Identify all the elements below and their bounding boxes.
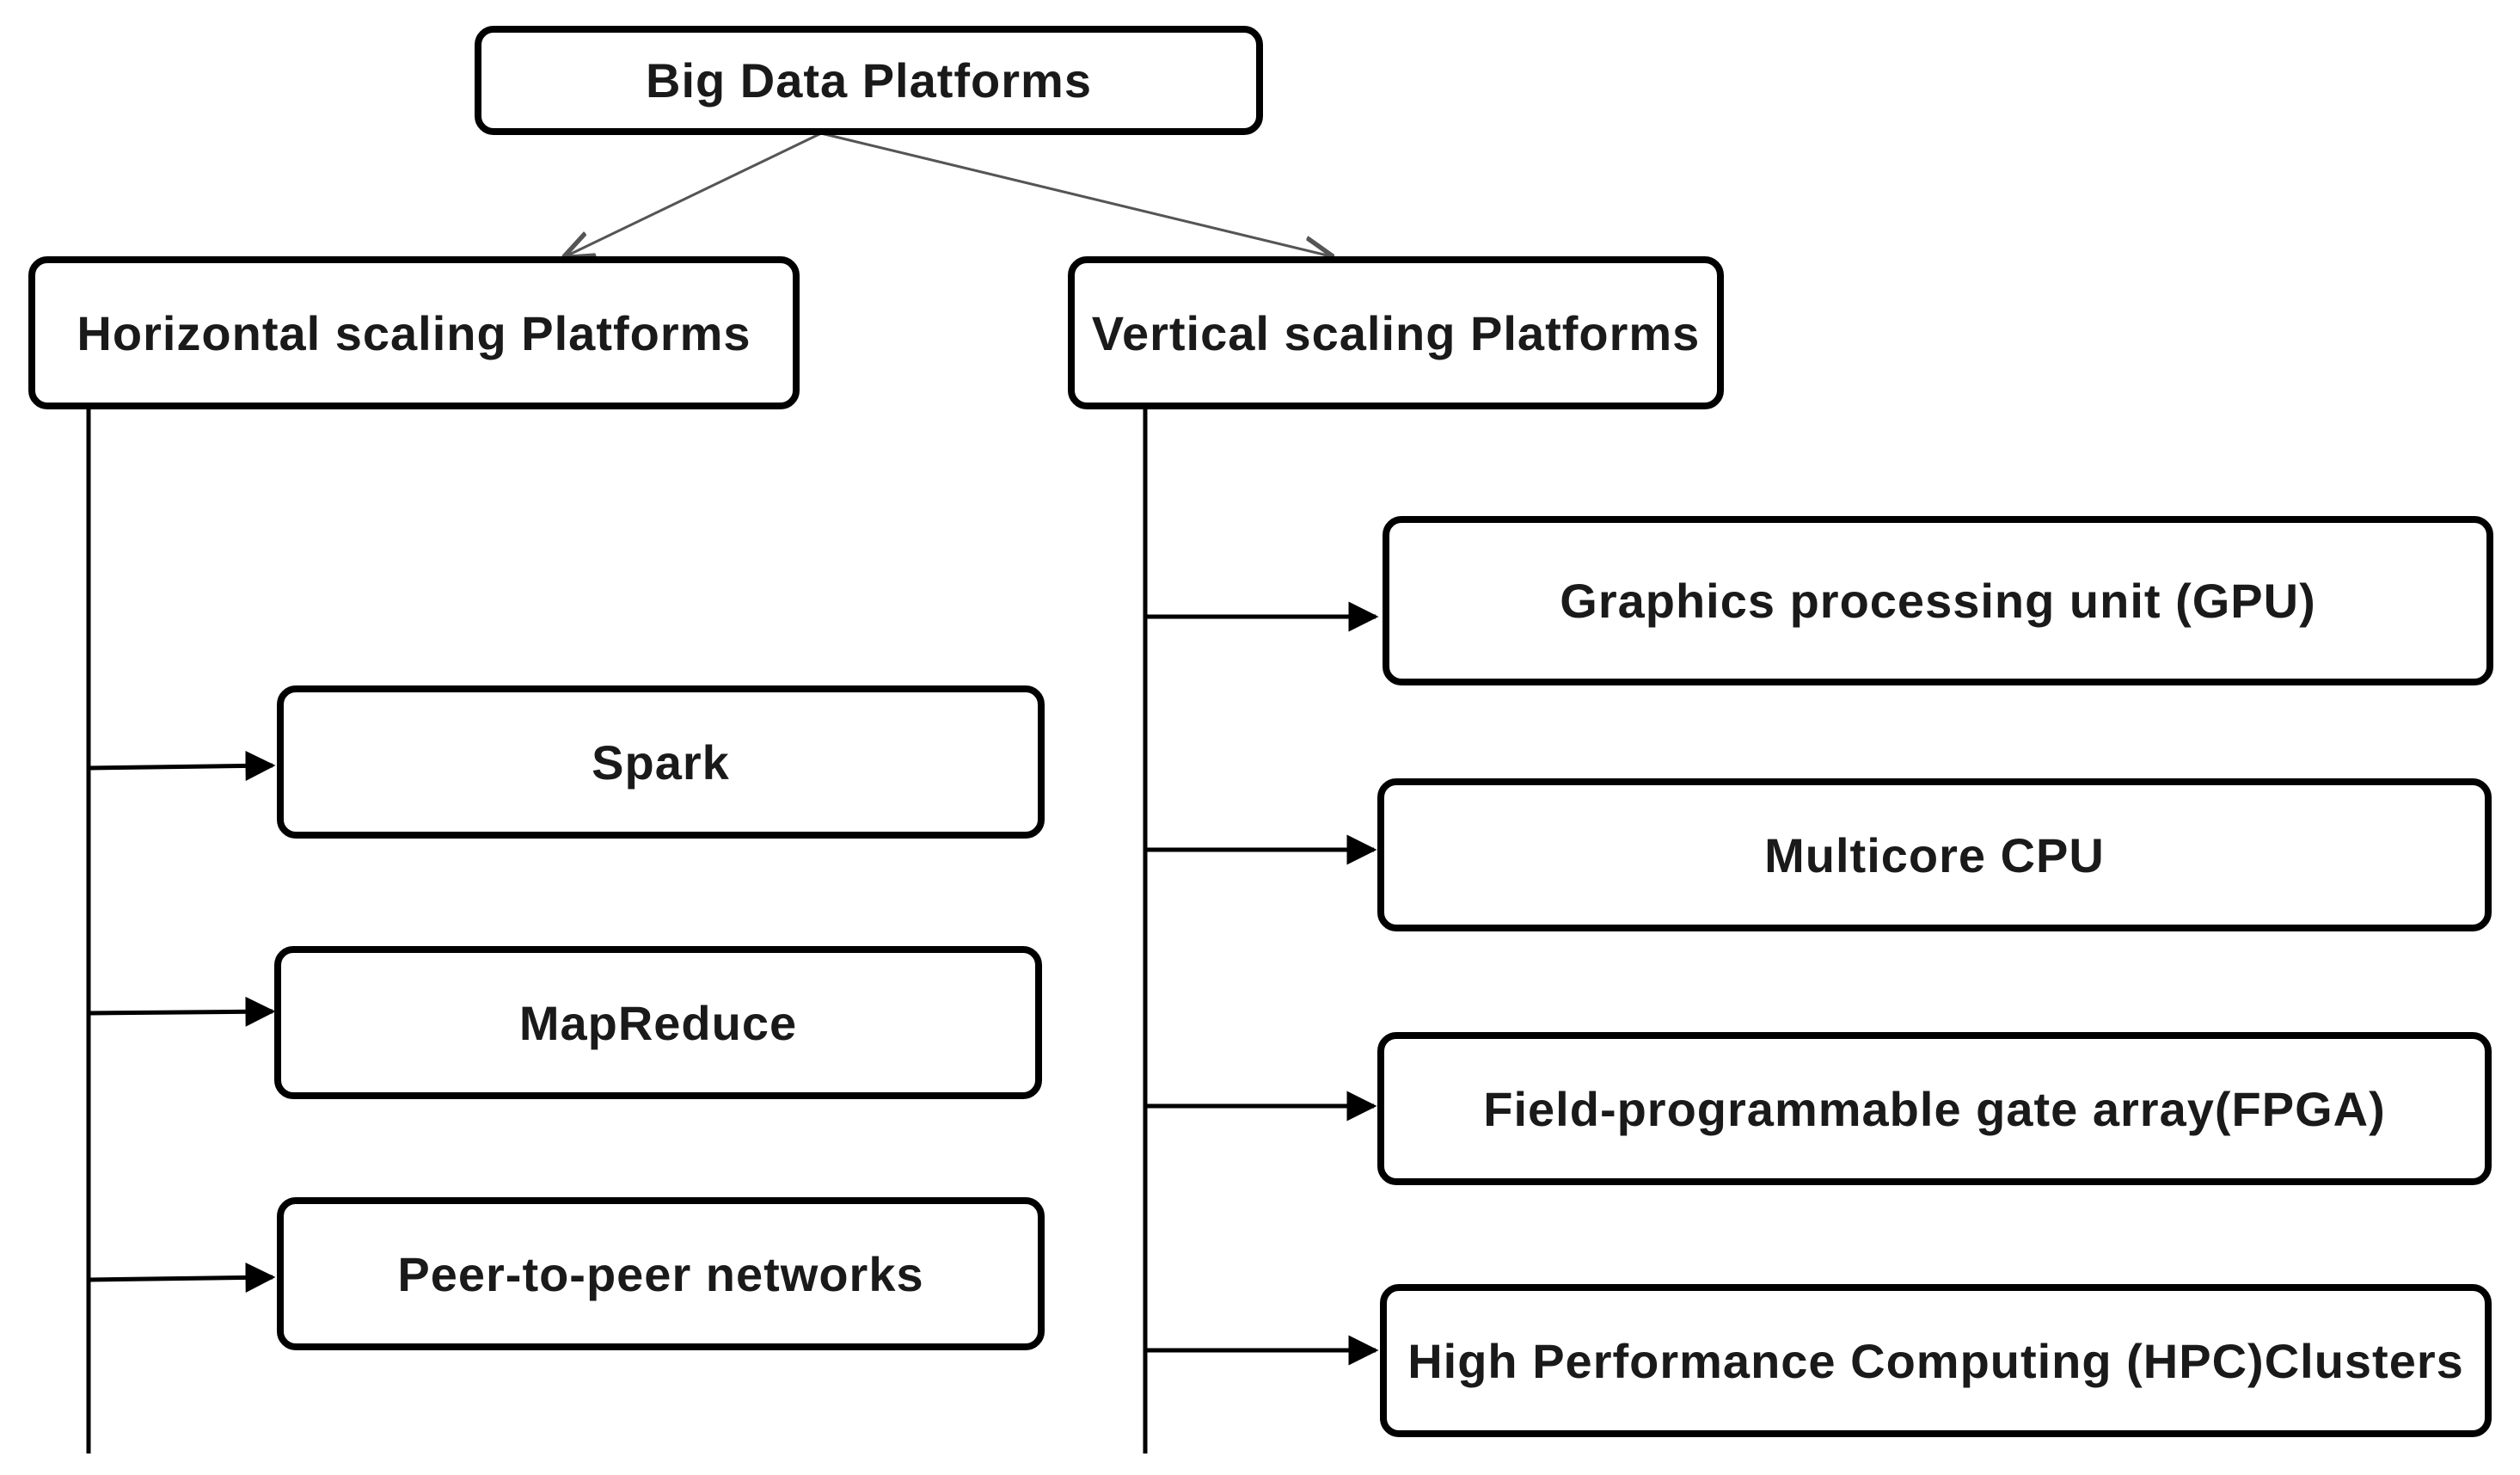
category-node-vertical-scaling: Vertical scaling Platforms: [1068, 256, 1724, 409]
leaf-node-mapreduce: MapReduce: [274, 946, 1042, 1099]
leaf-node-gpu: Graphics processing unit (GPU): [1383, 516, 2493, 685]
arrow-to-spark: [88, 750, 276, 781]
leaf-node-fpga: Field-programmable gate array(FPGA): [1377, 1032, 2492, 1185]
root-to-vertical-connector: [820, 132, 1331, 256]
root-to-horizontal-connector: [566, 132, 822, 256]
arrow-to-peer-to-peer: [88, 1262, 276, 1293]
root-node-big-data-platforms: Big Data Platforms: [475, 26, 1263, 135]
arrow-to-mapreduce: [88, 996, 276, 1027]
category-node-horizontal-scaling: Horizontal scaling Platforms: [28, 256, 800, 409]
leaf-node-spark: Spark: [277, 685, 1045, 839]
leaf-node-multicore-cpu: Multicore CPU: [1377, 778, 2492, 931]
leaf-node-hpc-clusters: High Performance Computing (HPC)Clusters: [1380, 1284, 2492, 1437]
leaf-node-peer-to-peer: Peer-to-peer networks: [277, 1197, 1045, 1350]
